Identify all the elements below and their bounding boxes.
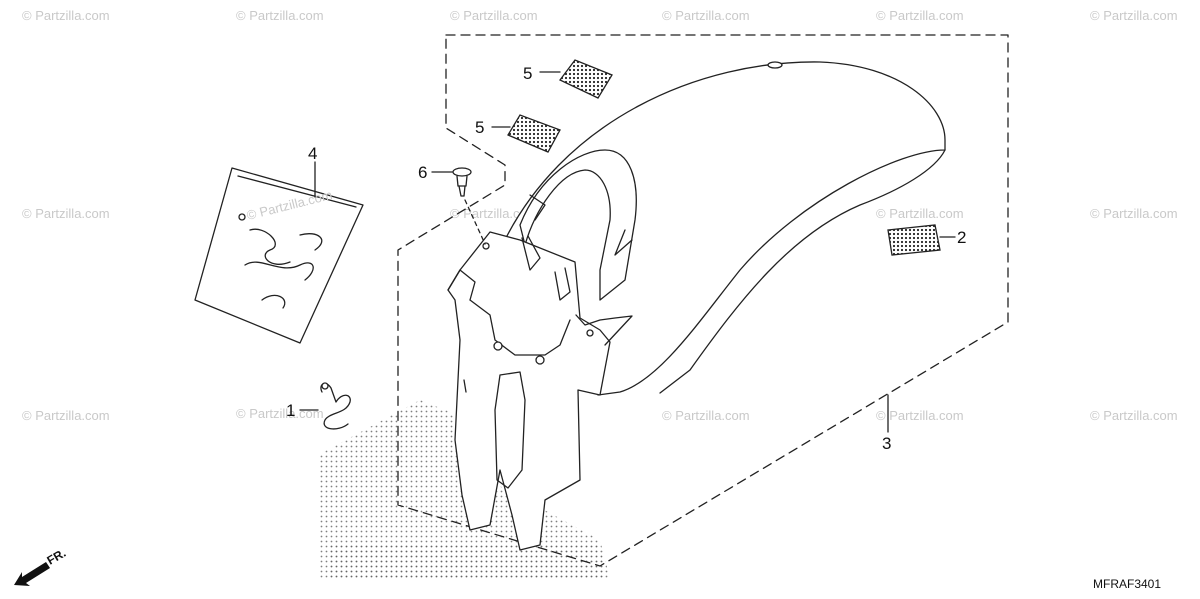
- callout-3[interactable]: 3: [882, 434, 891, 453]
- watermark-text: © Partzilla.com: [876, 8, 964, 23]
- watermark-text: © Partzilla.com: [22, 206, 110, 221]
- emblem-icon[interactable]: [507, 114, 561, 153]
- callout-1[interactable]: 1: [286, 401, 295, 420]
- watermark-text: © Partzilla.com: [236, 406, 324, 421]
- watermark-text: © Partzilla.com: [1090, 206, 1178, 221]
- callout-4[interactable]: 4: [308, 144, 317, 163]
- callout-5[interactable]: 5: [475, 118, 484, 137]
- watermark-text: © Partzilla.com: [876, 408, 964, 423]
- watermark-text: © Partzilla.com: [236, 8, 324, 23]
- pin-icon[interactable]: [452, 167, 486, 245]
- front-direction-arrow-icon: FR.: [14, 546, 68, 586]
- emblem-icon[interactable]: [559, 59, 613, 99]
- callout-2[interactable]: 2: [957, 228, 966, 247]
- callout-6[interactable]: 6: [418, 163, 427, 182]
- leader-lines: [299, 71, 956, 433]
- watermark-text: © Partzilla.com: [876, 206, 964, 221]
- callouts: 5 5 6 4 1 2 3: [286, 64, 966, 453]
- watermark-text: © Partzilla.com: [22, 8, 110, 23]
- watermark-text: © Partzilla.com: [22, 408, 110, 423]
- direction-label: FR.: [45, 546, 69, 568]
- watermark-text: © Partzilla.com: [450, 206, 538, 221]
- watermark-text: © Partzilla.com: [1090, 408, 1178, 423]
- clip-icon[interactable]: [320, 382, 351, 430]
- diagram-code: MFRAF3401: [1093, 577, 1161, 591]
- assembly-boundary: [397, 34, 1009, 567]
- fender-icon[interactable]: [447, 61, 946, 551]
- watermark-text: © Partzilla.com: [1090, 8, 1178, 23]
- bag-icon[interactable]: © Partzilla.com: [194, 167, 364, 344]
- callout-5[interactable]: 5: [523, 64, 532, 83]
- watermark-text: © Partzilla.com: [450, 8, 538, 23]
- reflector-icon[interactable]: [887, 224, 941, 256]
- watermark-text: © Partzilla.com: [662, 8, 750, 23]
- watermark-text: © Partzilla.com: [662, 408, 750, 423]
